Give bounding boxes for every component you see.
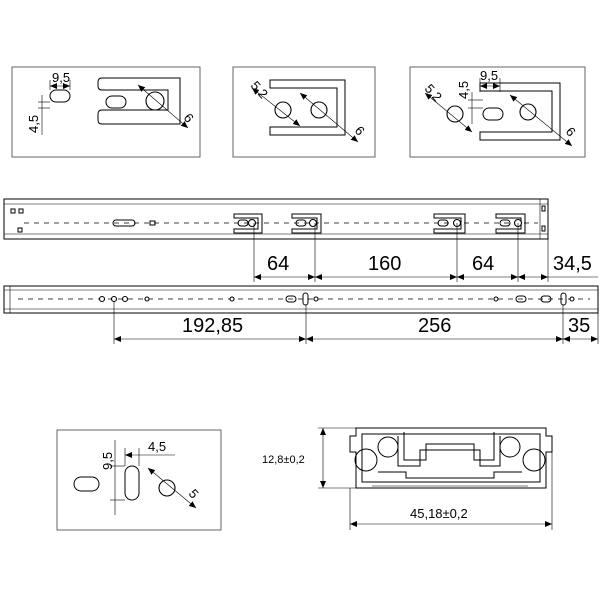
- inner-dim-256: 256: [418, 315, 451, 337]
- detail-3-diameter-a-label: 5,2: [422, 81, 445, 104]
- detail-box-2: 5,2 6: [232, 66, 376, 158]
- detail-4-height-label: 9,5: [100, 452, 115, 470]
- mount-bracket: [291, 213, 322, 234]
- inner-dim-end: 35: [568, 315, 590, 337]
- inner-dim-192: 192,85: [182, 315, 243, 337]
- detail-3-width-label: 9,5: [480, 68, 498, 83]
- outer-dim-64-a: 64: [267, 253, 289, 275]
- outer-rail-body: [3, 198, 549, 240]
- bracket-outline: [97, 77, 181, 125]
- slot-hole: [482, 107, 504, 121]
- vertical-slot-hole: [124, 465, 140, 501]
- mount-bracket: [495, 213, 526, 234]
- detail-4-diameter-label: 5: [186, 486, 202, 501]
- detail-box-1: 9,5 4,5 6: [11, 66, 201, 158]
- profile-dimensions: 12,8±0,2 45,18±0,2: [262, 427, 553, 530]
- round-hole: [519, 103, 537, 121]
- slot-hole: [112, 219, 136, 227]
- detail-box-3: 9,5 4,5 5,2 6: [409, 66, 586, 158]
- outer-dim-160: 160: [368, 253, 401, 275]
- slot-hole: [73, 476, 100, 492]
- detail-box-4: 9,5 4,5 5: [56, 429, 222, 531]
- round-hole: [158, 479, 176, 497]
- inner-rail-dimensions: 192,85 256 35: [113, 302, 599, 344]
- inner-rail: [3, 285, 599, 314]
- outer-dim-64-b: 64: [472, 253, 494, 275]
- profile-width-label: 45,18±0,2: [410, 506, 468, 521]
- detail-3-height-label: 4,5: [456, 81, 471, 99]
- profile-height-label: 12,8±0,2: [262, 454, 305, 466]
- mount-bracket: [233, 213, 263, 234]
- round-hole: [145, 91, 165, 111]
- cross-section-profile: [349, 427, 553, 489]
- outer-rail-dimensions: 64 160 64 34,5: [253, 223, 598, 282]
- detail-4-width-label: 4,5: [148, 439, 166, 454]
- detail-3-diameter-b-label: 6: [563, 124, 579, 139]
- detail-1-height-label: 4,5: [26, 115, 41, 133]
- mount-bracket: [433, 213, 466, 234]
- detail-1-width-label: 9,5: [52, 70, 70, 85]
- detail-2-diameter-b-label: 6: [352, 123, 368, 138]
- round-hole: [274, 101, 292, 119]
- detail-2-diameter-a-label: 5,2: [248, 78, 271, 101]
- inner-rail-body: [3, 285, 599, 314]
- outer-dim-end: 34,5: [553, 253, 592, 275]
- round-hole: [446, 105, 464, 123]
- outer-rail: [3, 198, 549, 240]
- detail-1-diameter-label: 6: [181, 110, 197, 125]
- slot-hole: [105, 95, 127, 109]
- slot-hole: [49, 89, 71, 103]
